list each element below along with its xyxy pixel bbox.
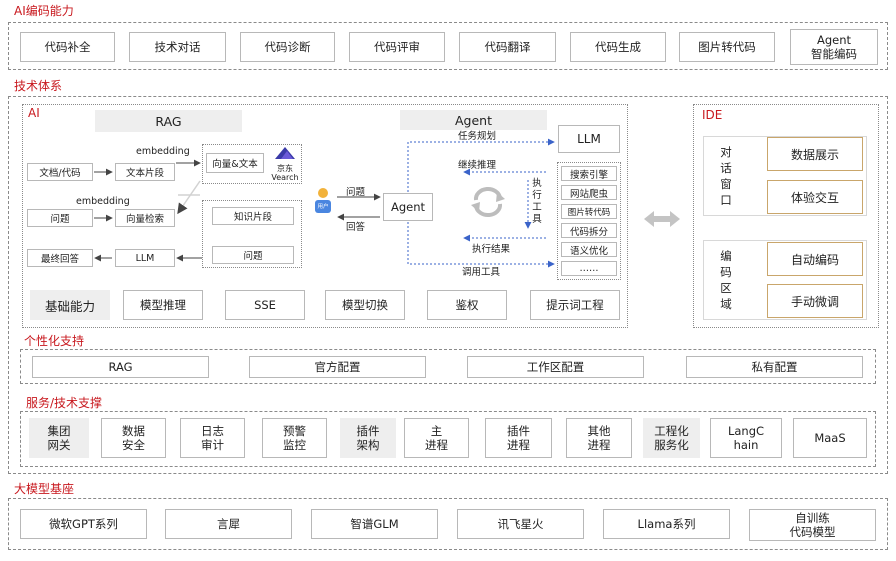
- service-section-title: 服务/技术支撑: [26, 396, 103, 410]
- rag-doc-code: 文档/代码: [27, 163, 93, 181]
- agent-header: Agent: [400, 110, 547, 130]
- tech-section-title: 技术体系: [14, 79, 63, 93]
- rag-embedding-mid: embedding: [76, 196, 130, 207]
- base-auth: 鉴权: [427, 290, 507, 320]
- coding-item-translate: 代码翻译: [459, 32, 556, 62]
- model-llama: Llama系列: [603, 509, 730, 539]
- coding-section-frame: [8, 22, 888, 70]
- service-group-gateway: 集团 网关: [29, 418, 89, 458]
- personal-section-frame: [20, 349, 876, 384]
- model-ms-gpt: 微软GPT系列: [20, 509, 147, 539]
- base-sse: SSE: [225, 290, 305, 320]
- vearch-logo-icon: 京东 Vearch: [271, 145, 299, 182]
- model-xunfei: 讯飞星火: [457, 509, 584, 539]
- models-section-title: 大模型基座: [14, 482, 75, 496]
- model-zhipu-glm: 智谱GLM: [311, 509, 438, 539]
- ide-code-label: 编 码 区 域: [720, 249, 732, 311]
- rag-vector-search: 向量检索: [115, 209, 175, 227]
- coding-item-image-to-code: 图片转代码: [679, 32, 775, 62]
- agent-task-plan: 任务规划: [458, 131, 497, 142]
- personal-workspace-config: 工作区配置: [467, 356, 644, 378]
- agent-core: Agent: [383, 193, 433, 221]
- service-alert-monitor: 预警 监控: [262, 418, 327, 458]
- agent-exec-tool: 执行 工具: [532, 178, 542, 225]
- tool-code-split: 代码拆分: [561, 223, 617, 238]
- agent-answer-label: 回答: [346, 222, 366, 233]
- agent-question-label: 问题: [346, 187, 366, 198]
- base-prompt-engineering: 提示词工程: [530, 290, 620, 320]
- service-log-audit: 日志 审计: [180, 418, 245, 458]
- ide-frame: [693, 104, 879, 328]
- ide-data-display: 数据展示: [767, 137, 863, 171]
- rag-llm: LLM: [115, 249, 175, 267]
- service-engineering: 工程化 服务化: [643, 418, 700, 458]
- tool-image-to-code: 图片转代码: [561, 204, 617, 219]
- base-capability: 基础能力: [30, 290, 110, 320]
- rag-header: RAG: [95, 110, 242, 132]
- ide-title: IDE: [702, 108, 723, 122]
- rag-embedding-top: embedding: [136, 146, 190, 157]
- rag-context-frame: [202, 200, 302, 268]
- personal-rag: RAG: [32, 356, 209, 378]
- agent-tools-frame: [557, 162, 621, 280]
- coding-item-tech-chat: 技术对话: [129, 32, 226, 62]
- personal-official-config: 官方配置: [249, 356, 426, 378]
- service-other-process: 其他 进程: [566, 418, 632, 458]
- agent-call-tool: 调用工具: [462, 267, 501, 278]
- ide-dialog-label: 对 话 窗 口: [720, 145, 732, 207]
- tech-section-frame: [8, 96, 888, 474]
- user-avatar-icon: 用户: [312, 187, 334, 215]
- coding-item-completion: 代码补全: [20, 32, 115, 62]
- model-self-trained: 自训练 代码模型: [749, 509, 876, 541]
- agent-exec-result: 执行结果: [472, 244, 511, 255]
- user-badge-label: 用户: [317, 204, 329, 210]
- models-section-frame: [8, 498, 888, 550]
- service-main-process: 主 进程: [404, 418, 469, 458]
- agent-continue-reason: 继续推理: [458, 160, 497, 171]
- ide-interaction: 体验交互: [767, 180, 863, 214]
- rag-question: 问题: [27, 209, 93, 227]
- agent-llm: LLM: [558, 125, 620, 153]
- rag-vector-text: 向量&文本: [206, 153, 264, 173]
- service-plugin-process: 插件 进程: [485, 418, 552, 458]
- rag-question-2: 问题: [212, 246, 294, 264]
- ide-manual-tune: 手动微调: [767, 284, 863, 318]
- service-section-frame: [20, 411, 876, 467]
- cycle-icon: [468, 186, 508, 218]
- vearch-label: 京东 Vearch: [271, 164, 299, 182]
- coding-item-agent: Agent 智能编码: [790, 29, 878, 65]
- ai-label: AI: [28, 106, 40, 120]
- rag-final-answer: 最终回答: [27, 249, 93, 267]
- coding-section-title: AI编码能力: [14, 4, 74, 18]
- tool-search-engine: 搜索引擎: [561, 166, 617, 181]
- ide-auto-coding: 自动编码: [767, 242, 863, 276]
- rag-vector-store-frame: [202, 144, 302, 184]
- coding-item-diagnosis: 代码诊断: [240, 32, 335, 62]
- rag-text-segment: 文本片段: [115, 163, 175, 181]
- coding-item-review: 代码评审: [349, 32, 445, 62]
- tool-semantic-opt: 语义优化: [561, 242, 617, 257]
- service-langchain: LangC hain: [710, 418, 782, 458]
- tool-web-crawler: 网站爬虫: [561, 185, 617, 200]
- model-yanxi: 言犀: [165, 509, 292, 539]
- base-model-switch: 模型切换: [325, 290, 405, 320]
- tool-more: ……: [561, 261, 617, 276]
- bidirectional-arrow-icon: [644, 210, 680, 228]
- coding-item-generate: 代码生成: [570, 32, 666, 62]
- personal-section-title: 个性化支持: [24, 334, 85, 348]
- service-plugin-arch: 插件 架构: [340, 418, 396, 458]
- service-maas: MaaS: [793, 418, 867, 458]
- ai-frame: [22, 104, 628, 328]
- service-data-security: 数据 安全: [101, 418, 166, 458]
- base-model-inference: 模型推理: [123, 290, 203, 320]
- personal-private-config: 私有配置: [686, 356, 863, 378]
- rag-knowledge-segment: 知识片段: [212, 207, 294, 225]
